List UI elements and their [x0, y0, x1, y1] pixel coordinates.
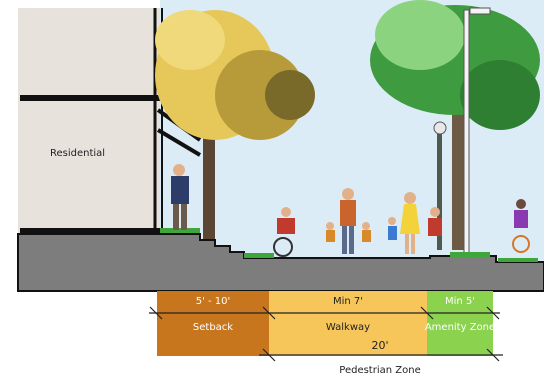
walkway-label: Walkway — [326, 322, 370, 333]
pedestrian-dimension-line — [259, 348, 503, 362]
zone-dimension-line — [149, 306, 500, 320]
right-tree — [370, 0, 540, 250]
amenity-zone — [427, 291, 493, 356]
wheelchair-user — [273, 207, 295, 257]
setback-label: Setback — [193, 322, 233, 333]
residential-building — [18, 8, 202, 234]
walkway-zone — [269, 291, 427, 356]
woman-yellow-dress — [400, 192, 420, 254]
pedestrian-dimension: 20' — [371, 339, 388, 352]
seated-person — [428, 207, 442, 236]
children — [326, 217, 397, 242]
amenity-label: Amenity Zone — [425, 322, 495, 333]
ground-section — [17, 228, 544, 292]
pedestrian-zone-label: Pedestrian Zone — [339, 365, 420, 376]
left-tree — [155, 10, 315, 240]
setback-zone — [157, 291, 269, 356]
pedestrians — [171, 164, 530, 257]
adult-walking — [340, 188, 356, 254]
residential-label: Residential — [50, 148, 105, 159]
person-with-backpack — [171, 164, 189, 230]
cyclist — [512, 199, 530, 253]
setback-dimension: 5' - 10' — [196, 296, 231, 307]
walkway-dimension: Min 7' — [333, 296, 363, 307]
street-light — [433, 7, 491, 256]
amenity-dimension: Min 5' — [445, 296, 475, 307]
